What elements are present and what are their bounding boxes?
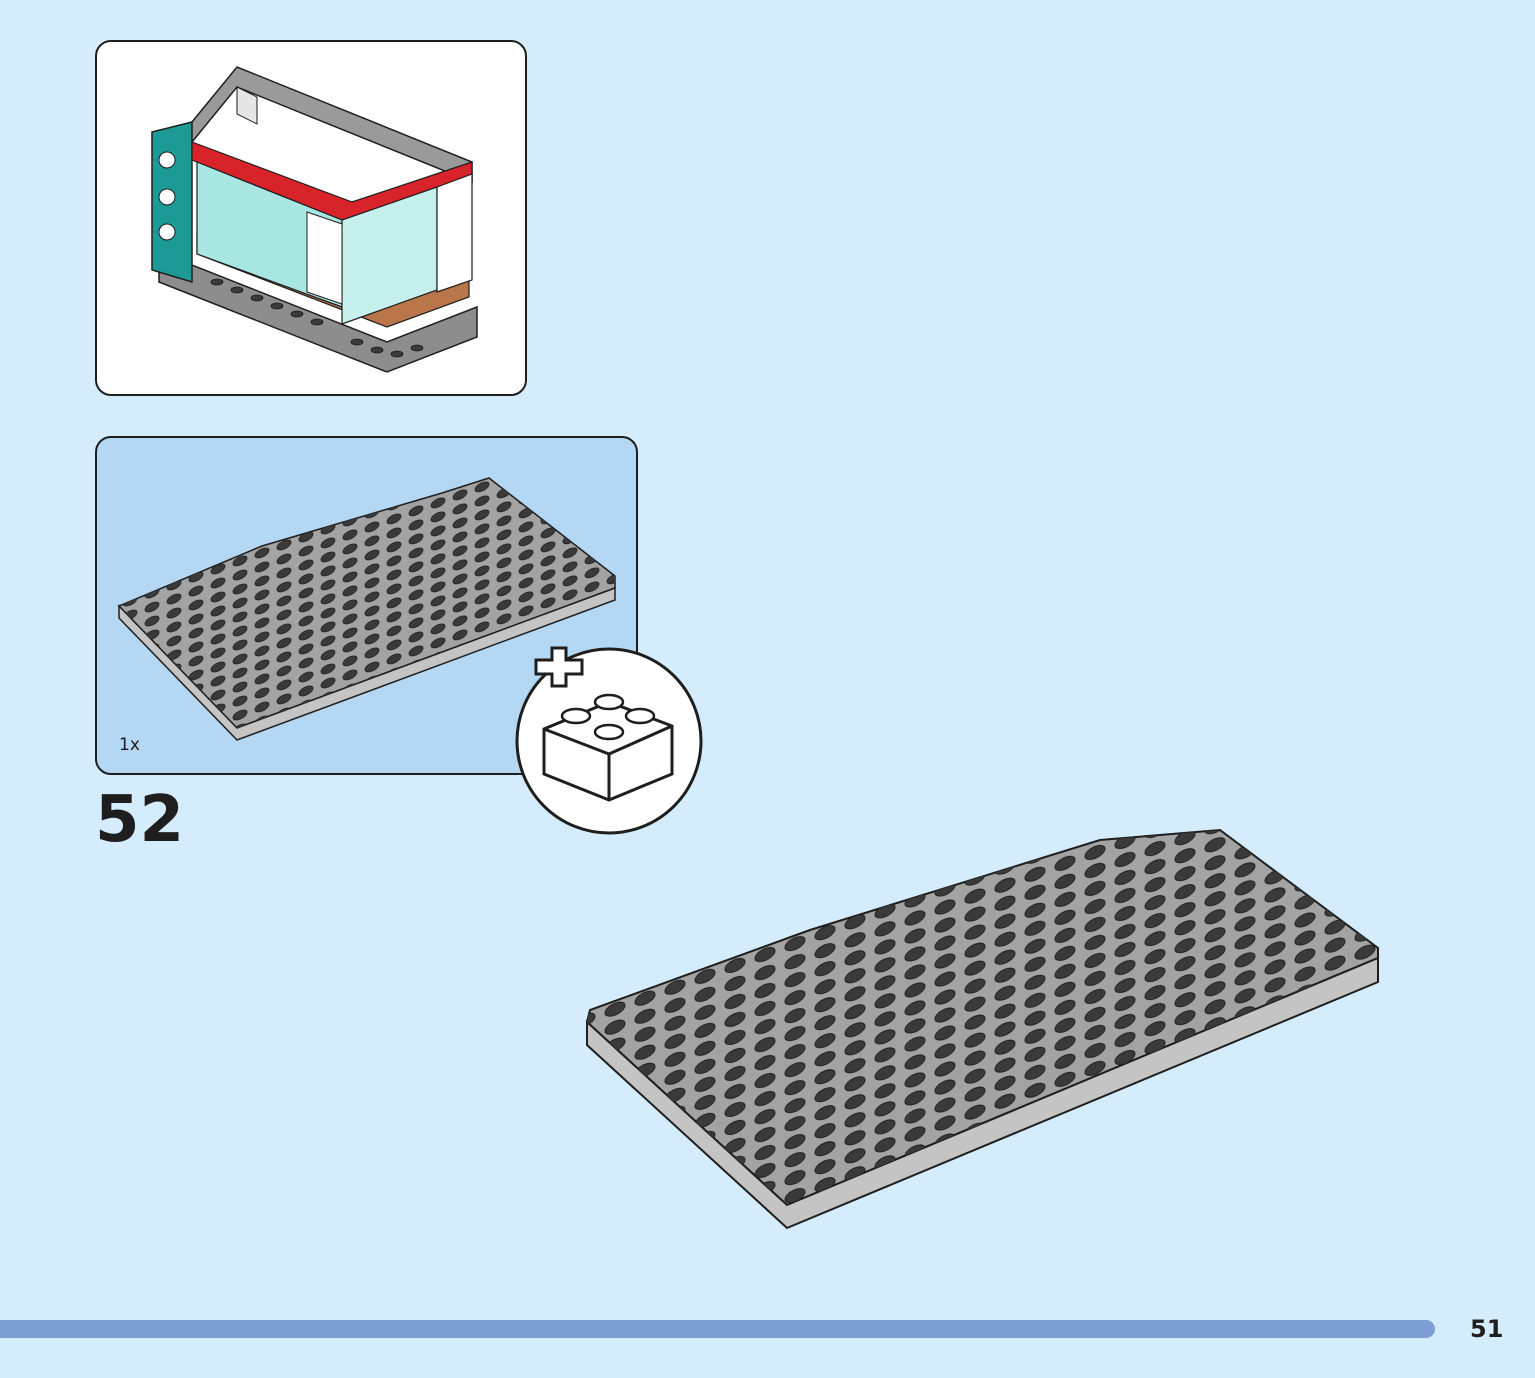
step-number: 52 — [95, 783, 185, 857]
part-quantity: 1x — [119, 735, 140, 755]
page-number: 51 — [1470, 1315, 1504, 1343]
plus-brick-icon — [514, 644, 704, 836]
page-progress-bar — [0, 1320, 1436, 1338]
parts-panel: 1x — [95, 436, 638, 775]
preview-panel — [95, 40, 527, 396]
assembled-building-illustration — [151, 66, 478, 373]
gray-baseplate-illustration — [117, 477, 616, 741]
